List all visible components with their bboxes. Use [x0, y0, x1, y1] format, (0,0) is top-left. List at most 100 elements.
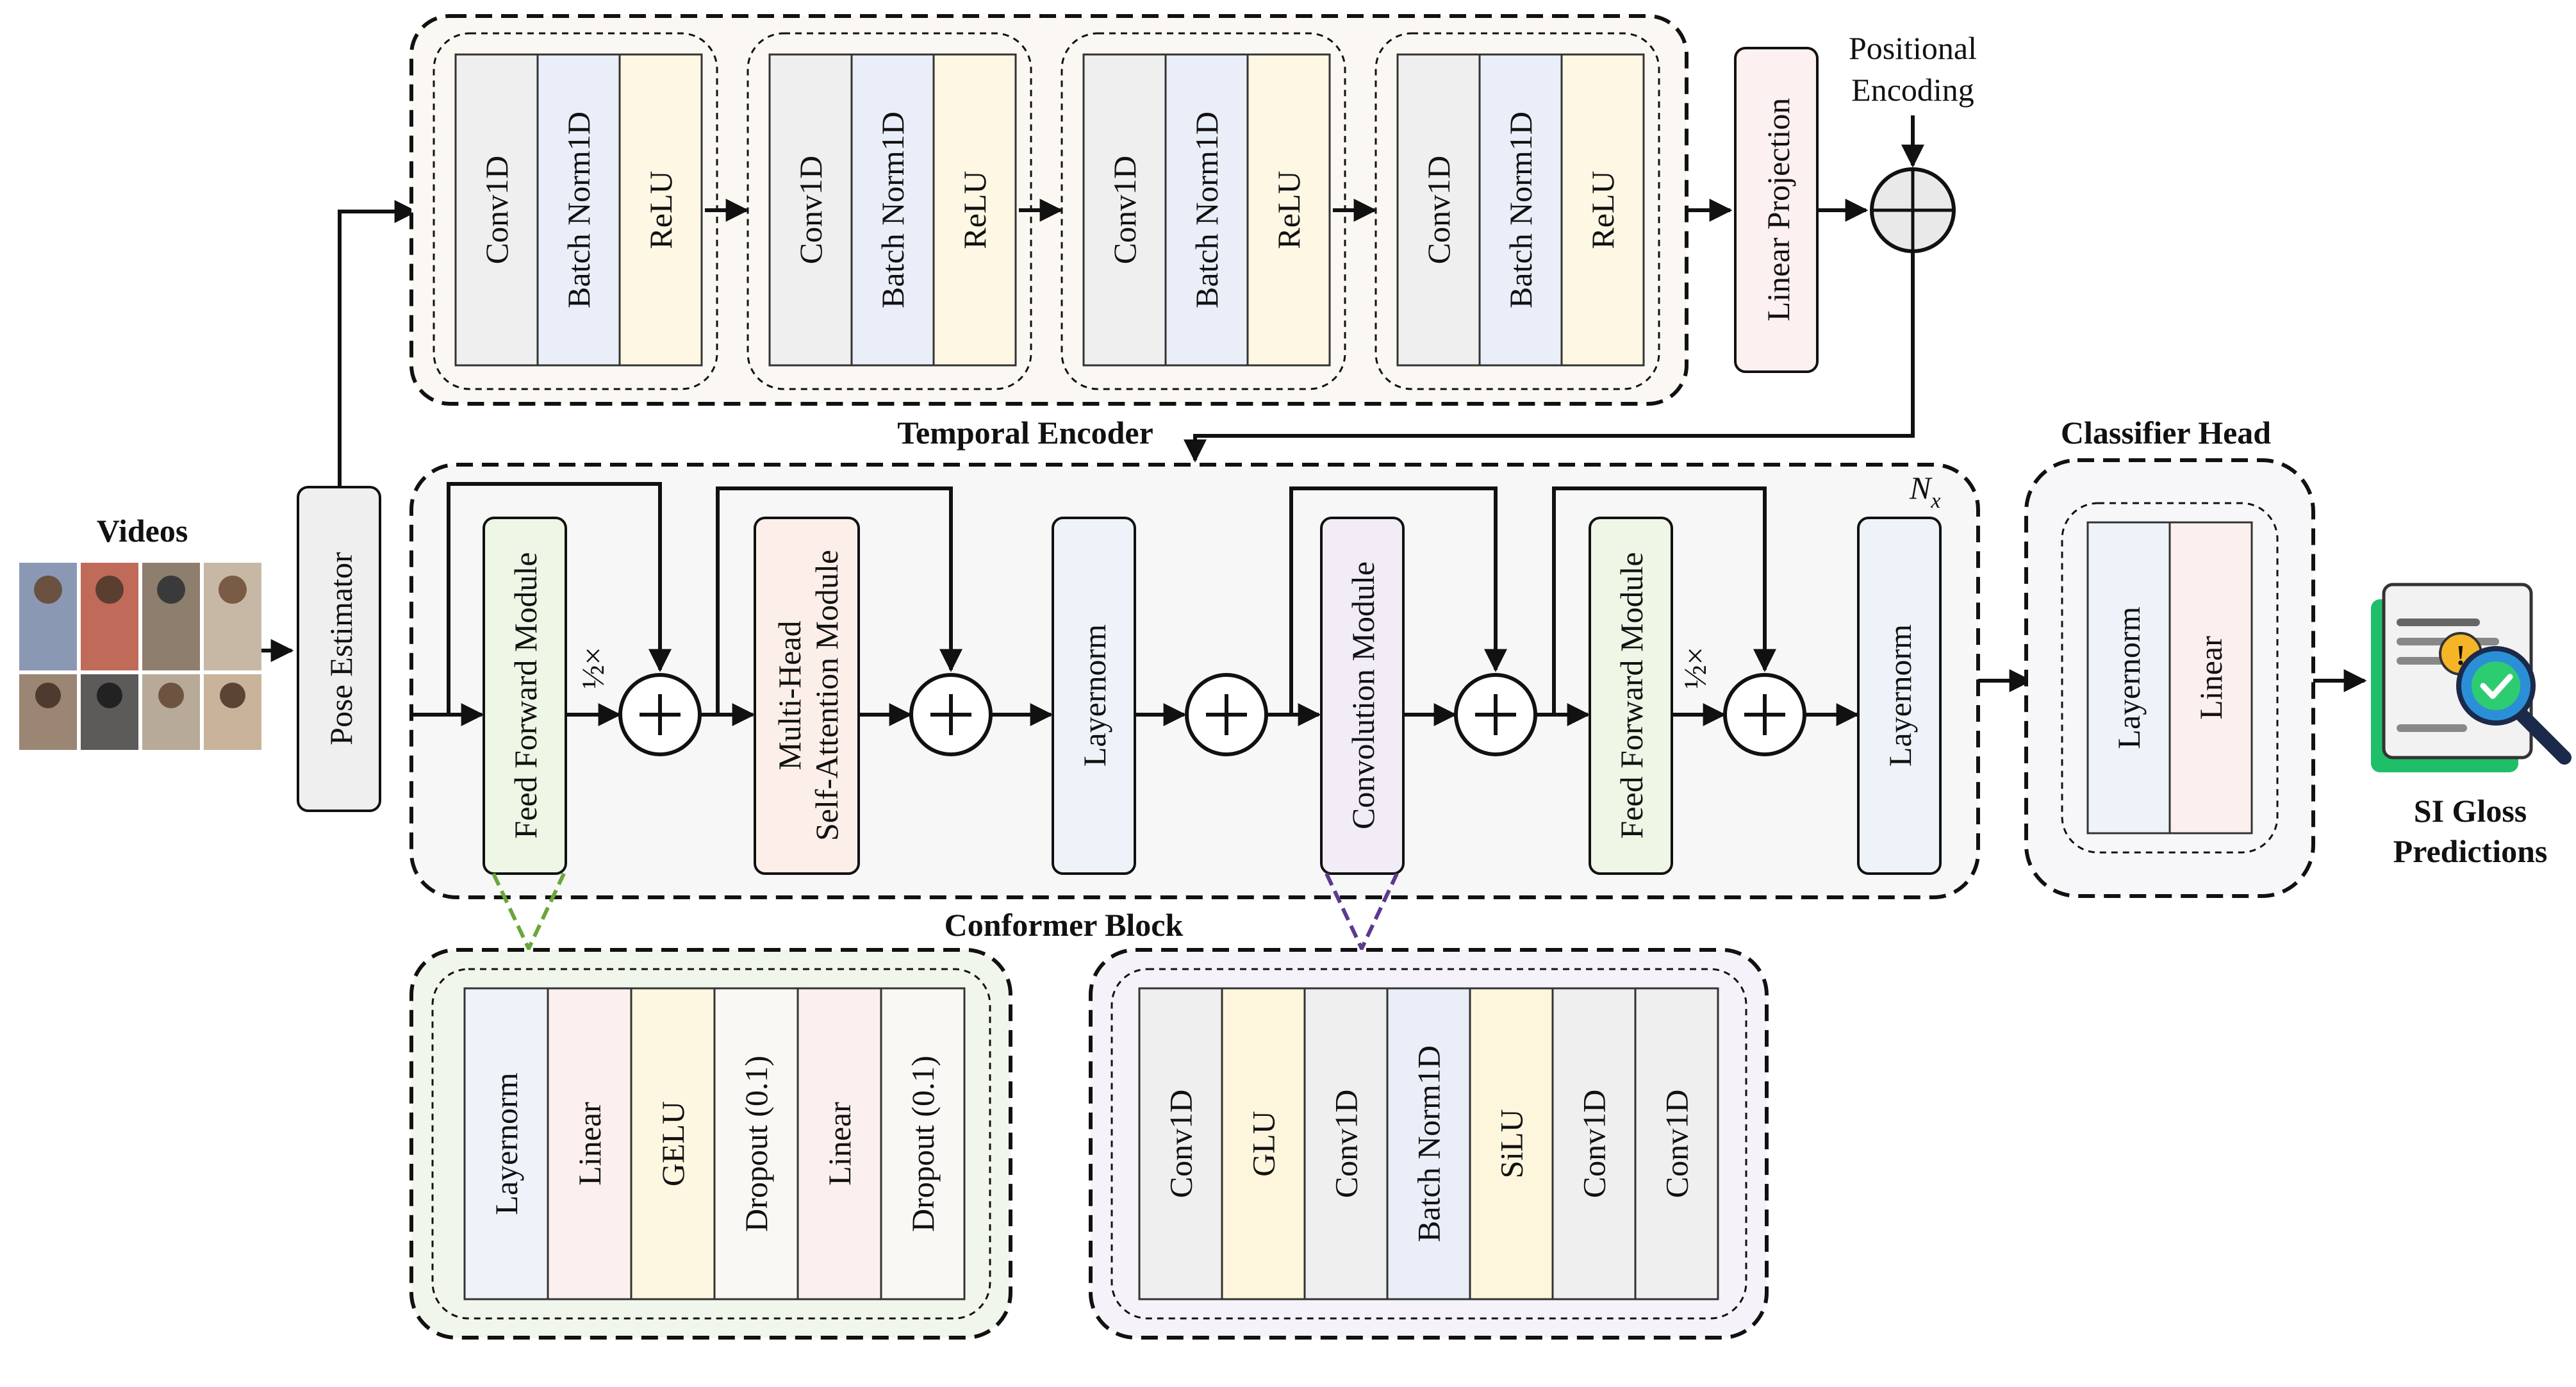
conv-layer-conv1d-7: Conv1D [1634, 987, 1719, 1300]
svg-text:Feed Forward Module: Feed Forward Module [1614, 552, 1649, 838]
encoder-stage-4: Conv1D Batch Norm1D ReLU [1375, 32, 1660, 390]
encoder-stage-1-relu-3: ReLU [618, 53, 703, 367]
ffn-layer-linear-5: Linear [797, 987, 882, 1300]
svg-text:Linear: Linear [822, 1102, 857, 1186]
positional-encoding-label-2: Encoding [1851, 72, 1974, 108]
output-label-2: Predictions [2393, 833, 2548, 869]
temporal-encoder-stages: Conv1D Batch Norm1D ReLU Conv1D Batch Norm1D… [433, 32, 1660, 390]
svg-text:Conv1D: Conv1D [1659, 1090, 1695, 1198]
ffn-layer-gelu-3: GELU [630, 987, 716, 1300]
residual-add-node-3 [1185, 673, 1268, 756]
classifier-head-label: Classifier Head [2061, 415, 2271, 451]
residual-add-node-5 [1723, 673, 1806, 756]
layernorm-module-1: Layernorm [1052, 517, 1136, 875]
svg-text:Conv1D: Conv1D [1576, 1090, 1612, 1198]
conformer-block-label: Conformer Block [945, 907, 1184, 943]
svg-text:ReLU: ReLU [1271, 170, 1307, 249]
ffn-layer-dropout-0-1-6: Dropout (0.1) [880, 987, 966, 1300]
classifier-linear-2: Linear [2168, 521, 2253, 835]
multi-head-self-attention-module: Multi-Head Self-Attention Module [754, 517, 860, 875]
encoder-stage-1-batch-norm1d-2: Batch Norm1D [536, 53, 621, 367]
repeat-n-label: Nx [1909, 470, 1940, 513]
svg-text:Linear: Linear [2193, 636, 2229, 720]
pose-estimator-box: Pose Estimator [297, 486, 381, 812]
svg-text:!: ! [2456, 640, 2466, 671]
svg-text:Conv1D: Conv1D [1421, 156, 1457, 264]
residual-add-node-2 [909, 673, 993, 756]
ffn-layer-dropout-0-1-4: Dropout (0.1) [713, 987, 799, 1300]
svg-text:Conv1D: Conv1D [793, 156, 829, 264]
svg-text:Linear: Linear [572, 1102, 607, 1186]
encoder-stage-3-conv1d-1: Conv1D [1082, 53, 1167, 367]
convolution-layers: Conv1D GLU Conv1D Batch Norm1D SiLU Conv1D Con… [1138, 987, 1719, 1300]
svg-text:Layernorm: Layernorm [2111, 606, 2147, 749]
residual-add-node-1 [618, 673, 702, 756]
svg-text:Linear Projection: Linear Projection [1760, 98, 1796, 322]
svg-text:Conv1D: Conv1D [1328, 1090, 1364, 1198]
conv-layer-conv1d-3: Conv1D [1303, 987, 1389, 1300]
svg-text:Multi-Head: Multi-Head [772, 620, 807, 770]
conv-layer-batch-norm1d-4: Batch Norm1D [1386, 987, 1471, 1300]
svg-text:Batch Norm1D: Batch Norm1D [561, 112, 597, 308]
encoder-stage-1-conv1d-1: Conv1D [454, 53, 539, 367]
positional-encoding-label-1: Positional [1849, 30, 1977, 66]
feed-forward-layers: Layernorm Linear GELU Dropout (0.1) Linear Dr… [463, 987, 966, 1300]
encoder-stage-3-relu-3: ReLU [1246, 53, 1331, 367]
encoder-stage-3-batch-norm1d-2: Batch Norm1D [1164, 53, 1249, 367]
svg-text:Dropout (0.1): Dropout (0.1) [905, 1056, 941, 1232]
document-magnifier-check-icon: ! [2371, 583, 2572, 772]
svg-text:Conv1D: Conv1D [479, 156, 515, 264]
encoder-stage-4-batch-norm1d-2: Batch Norm1D [1478, 53, 1563, 367]
encoder-stage-2-relu-3: ReLU [932, 53, 1017, 367]
svg-text:ReLU: ReLU [957, 170, 993, 249]
videos-label: Videos [97, 513, 188, 549]
layernorm-module-2: Layernorm [1857, 517, 1942, 875]
svg-text:Batch Norm1D: Batch Norm1D [1189, 112, 1225, 308]
svg-text:Feed Forward Module: Feed Forward Module [508, 552, 543, 838]
conv-layer-glu-2: GLU [1221, 987, 1306, 1300]
ffn-layer-linear-2: Linear [547, 987, 632, 1300]
encoder-stage-3: Conv1D Batch Norm1D ReLU [1061, 32, 1346, 390]
temporal-encoder-label: Temporal Encoder [897, 415, 1153, 451]
encoder-stage-4-relu-3: ReLU [1560, 53, 1645, 367]
svg-text:SiLU: SiLU [1494, 1109, 1530, 1178]
encoder-stage-2-conv1d-1: Conv1D [768, 53, 853, 367]
svg-text:Layernorm: Layernorm [488, 1072, 524, 1215]
addition-nodes [618, 673, 1806, 756]
half-factor-1: ½× [575, 647, 611, 689]
encoder-stage-2-batch-norm1d-2: Batch Norm1D [850, 53, 935, 367]
ffn-layer-layernorm-1: Layernorm [463, 987, 549, 1300]
svg-text:Batch Norm1D: Batch Norm1D [1503, 112, 1539, 308]
svg-text:Batch Norm1D: Batch Norm1D [875, 112, 911, 308]
conv-layer-conv1d-6: Conv1D [1551, 987, 1637, 1300]
svg-text:Layernorm: Layernorm [1882, 624, 1918, 767]
svg-text:Pose Estimator: Pose Estimator [323, 552, 359, 745]
svg-text:Conv1D: Conv1D [1163, 1090, 1199, 1198]
svg-text:Convolution Module: Convolution Module [1345, 561, 1381, 829]
conv-layer-conv1d-1: Conv1D [1138, 987, 1223, 1300]
svg-text:Dropout (0.1): Dropout (0.1) [738, 1056, 774, 1232]
classifier-layernorm-1: Layernorm [2086, 521, 2171, 835]
encoder-stage-1: Conv1D Batch Norm1D ReLU [433, 32, 718, 390]
convolution-module: Convolution Module [1320, 517, 1405, 875]
svg-text:ReLU: ReLU [643, 170, 679, 249]
feed-forward-module-2: Feed Forward Module [1589, 517, 1673, 875]
feed-forward-module-1: Feed Forward Module [483, 517, 567, 875]
svg-text:Batch Norm1D: Batch Norm1D [1411, 1045, 1447, 1242]
linear-projection-box: Linear Projection [1734, 47, 1819, 373]
svg-text:ReLU: ReLU [1585, 170, 1621, 249]
svg-text:Conv1D: Conv1D [1107, 156, 1143, 264]
svg-text:Layernorm: Layernorm [1077, 624, 1112, 767]
half-factor-2: ½× [1677, 647, 1713, 689]
positional-add-node [1870, 167, 1956, 253]
svg-text:GELU: GELU [655, 1101, 691, 1186]
encoder-stage-4-conv1d-1: Conv1D [1396, 53, 1481, 367]
svg-text:GLU: GLU [1246, 1111, 1282, 1177]
svg-text:Self-Attention Module: Self-Attention Module [809, 550, 845, 841]
video-thumbnails [19, 563, 261, 750]
classifier-layers: Layernorm Linear [2086, 521, 2253, 835]
residual-add-node-4 [1454, 673, 1537, 756]
encoder-stage-2: Conv1D Batch Norm1D ReLU [747, 32, 1032, 390]
conv-layer-silu-5: SiLU [1469, 987, 1554, 1300]
